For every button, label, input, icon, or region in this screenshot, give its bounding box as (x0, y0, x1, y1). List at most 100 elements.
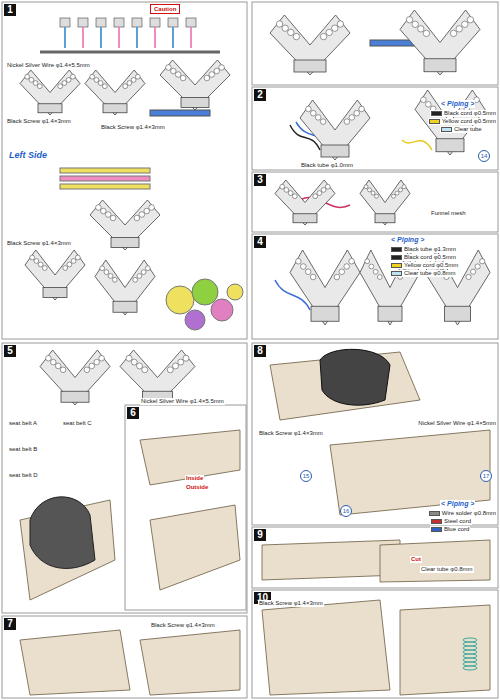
drawing-stroke (463, 638, 477, 642)
legend-text: Yellow cord φ0.5mm (404, 262, 458, 269)
node-text: 5 (7, 345, 13, 357)
drawing-stroke (136, 27, 138, 48)
label-text: < Piping > (391, 236, 424, 244)
drawing-stroke (276, 21, 282, 27)
node-text: 8 (257, 345, 263, 357)
legend-text: Wire solder φ0.8mm (442, 510, 496, 517)
drawing-stroke (137, 274, 142, 279)
drawing-stroke (140, 630, 240, 695)
label-text: Nickel Silver Wire φ1.4×5.5mm (141, 398, 224, 405)
label-text: Inside (186, 475, 203, 482)
drawing-stroke (96, 18, 106, 27)
drawing-stroke (293, 214, 317, 223)
drawing-stroke (321, 188, 326, 193)
drawing-stroke (364, 185, 368, 189)
callout-number: 17 (480, 470, 492, 482)
drawing-stroke (171, 68, 177, 74)
drawing-stroke (349, 258, 355, 264)
label-text: Funnel mesh (431, 210, 466, 217)
drawing-stroke (140, 430, 240, 485)
drawing-stroke (219, 65, 225, 71)
drawing-stroke (105, 212, 111, 218)
part-name: seat belt D (8, 472, 39, 479)
part-name: Black Screw φ1.4×3mm (6, 118, 72, 125)
drawing-stroke (63, 266, 68, 271)
drawing-stroke (71, 259, 76, 264)
drawing-stroke (84, 367, 90, 373)
drawing-stroke (101, 208, 107, 214)
drawing-stroke (30, 497, 95, 569)
drawing-stroke (436, 139, 464, 152)
drawing-stroke (293, 33, 299, 39)
drawing-stroke (311, 306, 339, 321)
drawing-stroke (112, 277, 117, 282)
legend-swatch (391, 263, 402, 268)
drawing-stroke (330, 430, 490, 515)
drawing-stroke (43, 288, 67, 298)
callout-number: 15 (300, 470, 312, 482)
drawing-stroke (326, 29, 332, 35)
drawing-stroke (144, 208, 150, 214)
drawing-stroke (42, 266, 47, 271)
drawing-stroke (99, 355, 105, 361)
drawing-stroke (463, 666, 477, 670)
part-name: Nickel Silver Wire φ1.4×5.5mm (6, 62, 91, 69)
legend-text: Steel cord (444, 518, 471, 525)
drawing-stroke (180, 75, 186, 81)
legend-row: Black cord φ0.5mm (390, 254, 457, 261)
chassis-tubs (20, 352, 490, 695)
legend-swatch (391, 255, 402, 260)
drawing-stroke (104, 270, 109, 275)
drawing-stroke (252, 87, 498, 170)
legend-text: Black tube φ1.3mm (404, 246, 456, 253)
drawing-stroke (252, 172, 498, 232)
drawing-stroke (29, 78, 34, 83)
drawing-stroke (227, 284, 243, 300)
drawing-stroke (40, 51, 220, 54)
drawing-stroke (58, 84, 63, 89)
drawing-stroke (89, 363, 95, 369)
drawing-stroke (380, 540, 490, 582)
label-text: Nickel Silver Wire φ1.4×5.5mm (7, 62, 90, 69)
drawing-stroke (467, 17, 473, 23)
legend-text: Clear tube (454, 126, 482, 133)
drawing-stroke (25, 74, 30, 79)
part-name: Black Screw φ1.4×3mm (258, 600, 324, 607)
node-text: 7 (7, 618, 13, 630)
drawing-stroke (51, 359, 57, 365)
drawing-stroke (290, 250, 360, 325)
legend-row: Black cord φ0.5mm (430, 110, 497, 117)
drawing-stroke (113, 301, 137, 312)
drawing-stroke (463, 654, 477, 658)
part-name: Black tube φ1.0mm (300, 162, 354, 169)
drawing-stroke (137, 363, 143, 369)
drawing-stroke (75, 255, 80, 260)
drawing-stroke (360, 180, 410, 225)
piping-heading: < Piping > (390, 236, 425, 244)
node-text: Caution (154, 6, 176, 12)
drawing-stroke (103, 104, 127, 113)
drawing-stroke (95, 260, 155, 315)
drawing-stroke (142, 367, 148, 373)
drawing-stroke (183, 355, 189, 361)
callout-number: 14 (478, 150, 490, 162)
step-number: 9 (254, 529, 266, 541)
drawing-stroke (166, 286, 194, 314)
drawing-stroke (423, 30, 429, 36)
drawing-stroke (262, 540, 400, 580)
drawing-stroke (456, 26, 462, 32)
legend-row: Clear tube φ0.8mm (390, 270, 457, 277)
drawing-stroke (373, 269, 378, 274)
label-text: < Piping > (441, 100, 474, 108)
seat-shell (30, 349, 390, 568)
drawing-stroke (2, 2, 247, 339)
drawing-stroke (463, 646, 477, 650)
drawing-stroke (60, 168, 150, 173)
drawing-stroke (40, 350, 110, 405)
node-text: 3 (257, 174, 263, 186)
drawing-stroke (320, 119, 326, 125)
note-text: Cut (410, 556, 422, 563)
legend-text: Clear tube φ0.8mm (404, 270, 456, 277)
drawing-stroke (167, 367, 173, 373)
